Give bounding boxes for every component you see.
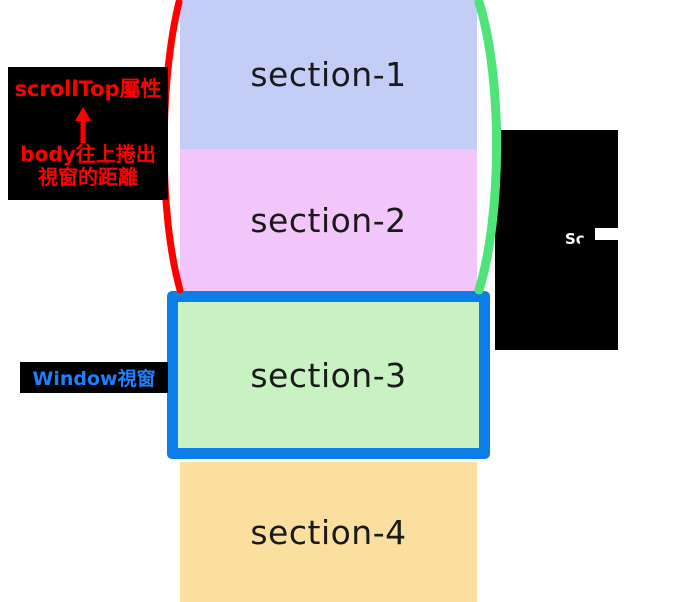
scrolltop-description-line1: body往上捲出 [20, 142, 156, 166]
scrolltop-title: scrollTop屬性 [14, 77, 162, 101]
section-block-1: section-1 [180, 0, 477, 149]
section-block-2: section-2 [180, 149, 477, 292]
section-label-1: section-1 [250, 55, 407, 94]
scrolltop-description: body往上捲出 視窗的距離 [8, 143, 168, 189]
window-label-box: Window視窗 [20, 362, 168, 393]
section-label-3: section-3 [250, 355, 407, 395]
section-label-2: section-2 [250, 201, 407, 240]
window-label-text: Window視窗 [32, 368, 156, 390]
scrolltop-annotation-box: scrollTop屬性 body往上捲出 視窗的距離 [8, 67, 168, 200]
section-block-3: section-3 [178, 302, 479, 448]
window-viewport-frame: section-3 [167, 291, 490, 459]
right-label-occlusion-secondary [580, 240, 618, 250]
right-annotation-label: Sc [565, 230, 585, 248]
up-arrow-icon [75, 107, 91, 143]
scrolltop-description-line2: 視窗的距離 [38, 165, 138, 189]
green-arc-right [474, 0, 502, 295]
section-label-4: section-4 [250, 512, 407, 552]
section-block-4: section-4 [180, 462, 477, 602]
